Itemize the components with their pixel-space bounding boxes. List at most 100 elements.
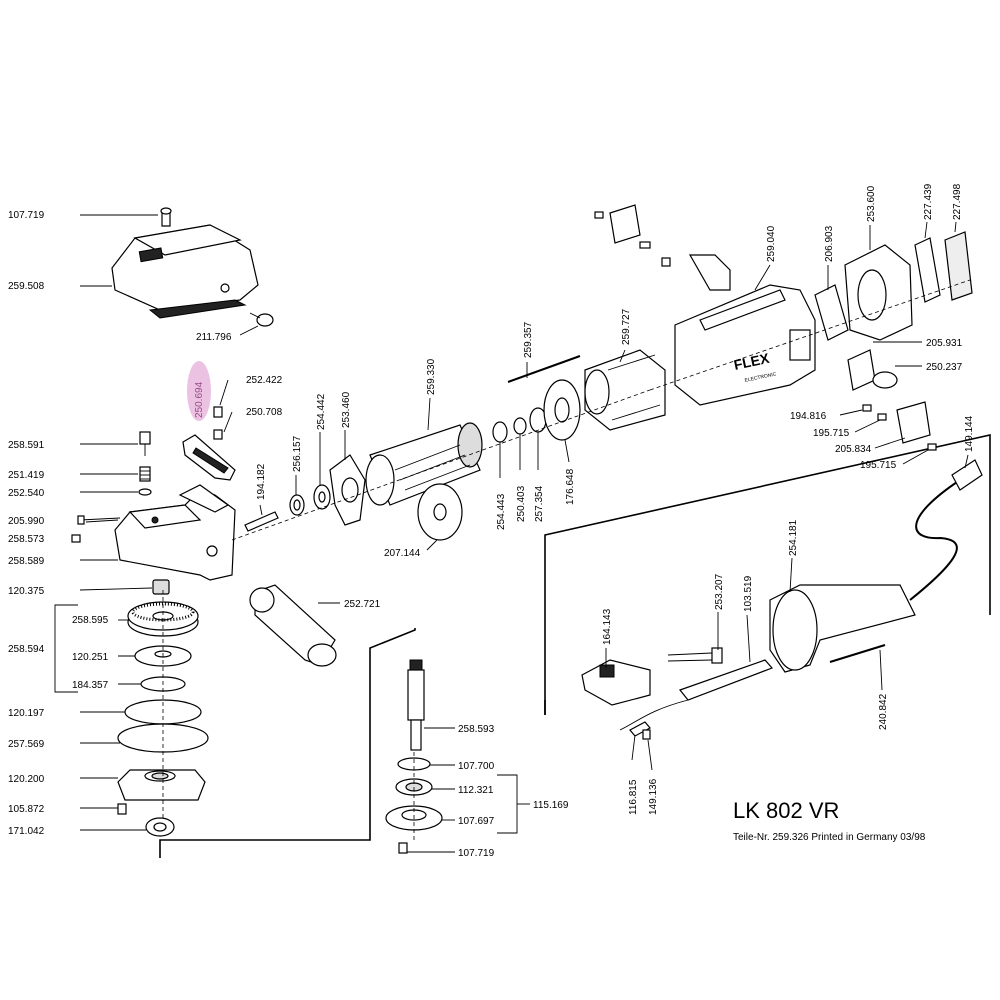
label-211796: 211.796 <box>196 332 232 343</box>
label-103519: 103.519 <box>743 575 754 612</box>
pin-194182 <box>244 511 279 532</box>
motor-housing-259040: FLEX ELECTRONIC <box>674 284 816 406</box>
label-259040: 259.040 <box>766 225 777 262</box>
label-105872: 105.872 <box>8 804 45 815</box>
flange-120200 <box>117 769 206 801</box>
title-block: LK 802 VR Teile-Nr. 259.326 Printed in G… <box>733 798 926 843</box>
label-258573: 258.573 <box>8 534 45 545</box>
leader-lines <box>54 214 969 853</box>
label-253460: 253.460 <box>341 391 352 428</box>
label-227498: 227.498 <box>952 183 963 220</box>
screw-240842 <box>829 644 886 663</box>
label-194816: 194.816 <box>790 411 827 422</box>
cover-205834 <box>896 401 931 444</box>
label-250237: 250.237 <box>926 362 963 373</box>
label-257569: 257.569 <box>8 739 45 750</box>
screw-195715b <box>927 443 937 451</box>
label-206903: 206.903 <box>824 225 835 262</box>
gasket-206903 <box>814 284 849 341</box>
bushing-120375 <box>152 579 170 595</box>
gear-head-258589 <box>114 484 236 581</box>
label-254181: 254.181 <box>788 519 799 556</box>
label-115169: 115.169 <box>533 800 569 811</box>
label-116815: 116.815 <box>628 779 639 815</box>
screw-258591 <box>139 431 151 456</box>
label-258595: 258.595 <box>72 615 109 626</box>
wire-253207 <box>667 647 723 664</box>
brush-holder-205931 <box>847 349 876 391</box>
label-107697: 107.697 <box>458 816 495 827</box>
label-171042: 171.042 <box>8 826 45 837</box>
label-227439: 227.439 <box>923 183 934 220</box>
top-switch-parts <box>594 204 731 291</box>
bearing-171042 <box>145 817 175 837</box>
spindle-258593 <box>407 659 425 751</box>
label-258593: 258.593 <box>458 724 495 735</box>
assembly-outline-lines <box>159 434 991 858</box>
label-240842: 240.842 <box>878 693 889 730</box>
label-205834: 205.834 <box>835 444 872 455</box>
power-cord-149144 <box>909 459 983 601</box>
label-256157: 256.157 <box>292 435 303 472</box>
label-207144: 207.144 <box>384 548 421 559</box>
trigger-lever-250694 <box>182 434 236 481</box>
part-labels: 107.719 259.508 211.796 250.694 252.422 … <box>8 183 975 859</box>
label-107700: 107.700 <box>458 761 495 772</box>
screw-105872 <box>117 803 127 815</box>
screw-195715a <box>877 413 887 421</box>
label-205990: 205.990 <box>8 516 45 527</box>
label-258589: 258.589 <box>8 556 45 567</box>
bearing-254442 <box>313 484 331 510</box>
label-250403: 250.403 <box>516 485 527 522</box>
bearing-256157 <box>289 494 305 516</box>
label-252721: 252.721 <box>344 599 381 610</box>
label-251419: 251.419 <box>8 470 45 481</box>
label-250694: 250.694 <box>194 381 205 418</box>
bearing-250403 <box>513 417 527 435</box>
plate-227439 <box>914 237 941 303</box>
stator-259727 <box>584 349 666 431</box>
label-120251: 120.251 <box>72 652 109 663</box>
label-184357: 184.357 <box>72 680 109 691</box>
label-258591: 258.591 <box>8 440 45 451</box>
label-250708: 250.708 <box>246 407 283 418</box>
rod-259357 <box>507 355 581 383</box>
label-257354: 257.354 <box>534 485 545 522</box>
terminal-116815 <box>629 721 651 737</box>
plate-253460 <box>329 454 366 526</box>
model-title: LK 802 VR <box>733 798 839 823</box>
washer-176648 <box>543 379 581 441</box>
label-120197: 120.197 <box>8 708 45 719</box>
washer-252540 <box>138 488 152 496</box>
bearing-254443 <box>492 421 508 443</box>
label-253600: 253.600 <box>866 185 877 222</box>
label-176648: 176.648 <box>565 468 576 505</box>
screw-205990 <box>77 515 121 525</box>
screw-258573 <box>71 534 81 543</box>
small-screws-252422-250708 <box>213 406 223 440</box>
filter-227498 <box>944 231 973 301</box>
label-254443: 254.443 <box>496 493 507 530</box>
switch-164143 <box>581 659 651 706</box>
label-259357: 259.357 <box>523 321 534 358</box>
screw-211796 <box>249 312 274 327</box>
carbon-brush-250237 <box>872 371 898 389</box>
label-253207: 253.207 <box>714 573 725 610</box>
handle-254181 <box>769 584 916 673</box>
label-194182: 194.182 <box>256 463 267 500</box>
label-107719b: 107.719 <box>458 848 495 859</box>
label-259330: 259.330 <box>426 358 437 395</box>
label-107719a: 107.719 <box>8 210 45 221</box>
part-number-caption: Teile-Nr. 259.326 Printed in Germany 03/… <box>733 832 926 843</box>
brand-logo: FLEX <box>732 350 771 373</box>
label-195715a: 195.715 <box>813 428 850 439</box>
fan-207144 <box>417 483 463 541</box>
label-258594: 258.594 <box>8 644 45 655</box>
screw-149136 <box>642 729 651 740</box>
label-195715b: 195.715 <box>860 460 897 471</box>
label-112321: 112.321 <box>458 785 494 796</box>
label-259727: 259.727 <box>621 308 632 345</box>
screw-107719b <box>398 842 408 854</box>
